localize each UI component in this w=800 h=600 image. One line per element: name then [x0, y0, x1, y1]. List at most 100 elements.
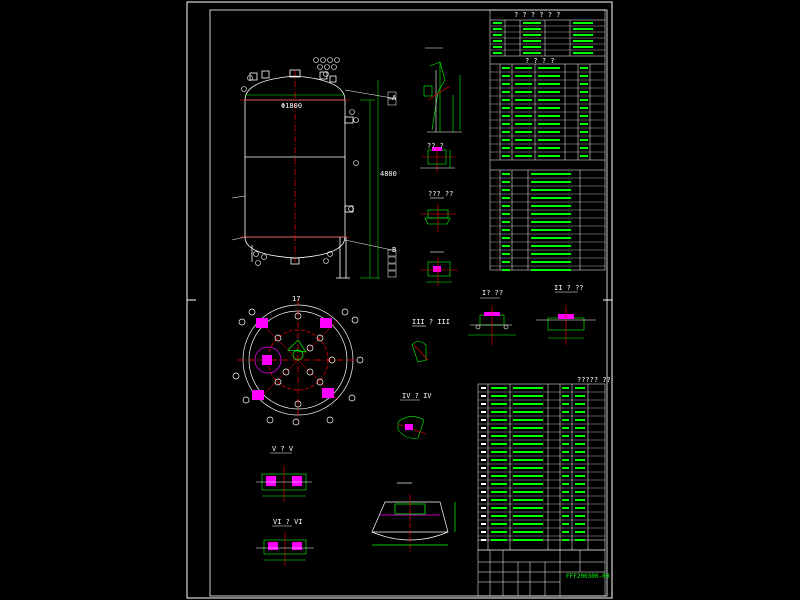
table-entry-mark: [531, 173, 571, 175]
table-entry-mark: [515, 67, 532, 69]
table-entry-mark: [575, 539, 585, 541]
table-entry-mark: [580, 75, 588, 77]
table-entry-mark: [538, 75, 560, 77]
table-entry-mark: [515, 107, 532, 109]
table-entry-mark: [481, 475, 486, 477]
table-entry-mark: [531, 269, 571, 271]
spec-table-top-entries: [493, 22, 593, 271]
table-entry-mark: [513, 451, 543, 453]
table-entry-mark: [523, 40, 541, 42]
table-entry-mark: [502, 269, 510, 271]
table-entry-mark: [580, 139, 588, 141]
table-entry-mark: [575, 523, 585, 525]
table-entry-mark: [515, 83, 532, 85]
table-entry-mark: [573, 34, 593, 36]
table-entry-mark: [562, 443, 569, 445]
table-entry-mark: [575, 395, 585, 397]
table-entry-mark: [562, 467, 569, 469]
table-entry-mark: [491, 459, 507, 461]
table-entry-mark: [513, 387, 543, 389]
table-entry-mark: [481, 467, 486, 469]
detail-vi-flange: [256, 525, 314, 566]
table-entry-mark: [575, 451, 585, 453]
callout-a: A: [392, 94, 397, 102]
table-entry-mark: [523, 52, 541, 54]
table-entry-mark: [562, 403, 569, 405]
table-entry-mark: [515, 155, 532, 157]
table-entry-mark: [491, 499, 507, 501]
table-entry-mark: [502, 139, 510, 141]
table-entry-mark: [580, 107, 588, 109]
detail-nozzle-cone: [371, 482, 456, 552]
table-entry-mark: [502, 261, 510, 263]
parts-list-table: [477, 383, 606, 551]
table-entry-mark: [538, 67, 560, 69]
table-entry-mark: [502, 237, 510, 239]
detail-v-flange: [256, 452, 312, 502]
table-entry-mark: [491, 515, 507, 517]
table-entry-mark: [531, 213, 571, 215]
table-entry-mark: [502, 83, 510, 85]
table-entry-mark: [493, 52, 502, 54]
table-entry-mark: [513, 515, 543, 517]
table-entry-mark: [513, 443, 543, 445]
table-entry-mark: [513, 395, 543, 397]
detail-i-label: I? ??: [482, 289, 504, 297]
table-entry-mark: [538, 155, 560, 157]
table-entry-mark: [538, 83, 560, 85]
table-entry-mark: [523, 28, 541, 30]
table-entry-mark: [491, 427, 507, 429]
table-entry-mark: [575, 483, 585, 485]
table-entry-mark: [481, 523, 486, 525]
table-entry-mark: [575, 403, 585, 405]
table-entry-mark: [493, 34, 502, 36]
table-entry-mark: [573, 52, 593, 54]
table-entry-mark: [575, 443, 585, 445]
table-entry-mark: [531, 181, 571, 183]
table-entry-mark: [493, 28, 502, 30]
table-entry-mark: [531, 197, 571, 199]
detail-vi-label: VI ? VI: [273, 518, 303, 526]
table-entry-mark: [580, 123, 588, 125]
table-entry-mark: [502, 91, 510, 93]
spec-table-header: ? ? ? ?: [525, 57, 555, 65]
table-entry-mark: [531, 261, 571, 263]
table-entry-mark: [538, 99, 560, 101]
table-entry-mark: [502, 253, 510, 255]
table-entry-mark: [513, 531, 543, 533]
table-entry-mark: [502, 181, 510, 183]
table-entry-mark: [515, 147, 532, 149]
table-entry-mark: [515, 75, 532, 77]
parts-list-rows: [478, 391, 605, 537]
table-entry-mark: [502, 221, 510, 223]
table-entry-mark: [580, 67, 588, 69]
table-entry-mark: [575, 459, 585, 461]
table-entry-mark: [573, 22, 593, 24]
table-entry-mark: [481, 451, 486, 453]
table-entry-mark: [481, 411, 486, 413]
detail-iv-elbow: [397, 399, 427, 439]
table-entry-mark: [481, 507, 486, 509]
table-entry-mark: [481, 515, 486, 517]
table-entry-mark: [562, 531, 569, 533]
detail-ii-section: [536, 291, 596, 345]
table-entry-mark: [502, 123, 510, 125]
table-entry-mark: [491, 443, 507, 445]
table-entry-mark: [515, 91, 532, 93]
vessel-elevation: [231, 69, 393, 279]
table-entry-mark: [580, 83, 588, 85]
elevation-tags: [387, 91, 397, 278]
table-entry-mark: [562, 419, 569, 421]
table-entry-mark: [513, 483, 543, 485]
table-entry-mark: [513, 523, 543, 525]
detail-iv-label: IV ? IV: [402, 392, 432, 400]
table-entry-mark: [502, 107, 510, 109]
table-entry-mark: [491, 419, 507, 421]
parts-list-header: ????? ??: [577, 376, 611, 384]
table-entry-mark: [562, 491, 569, 493]
table-entry-mark: [513, 475, 543, 477]
table-entry-mark: [493, 40, 502, 42]
table-entry-mark: [491, 411, 507, 413]
table-entry-mark: [502, 115, 510, 117]
table-entry-mark: [513, 419, 543, 421]
